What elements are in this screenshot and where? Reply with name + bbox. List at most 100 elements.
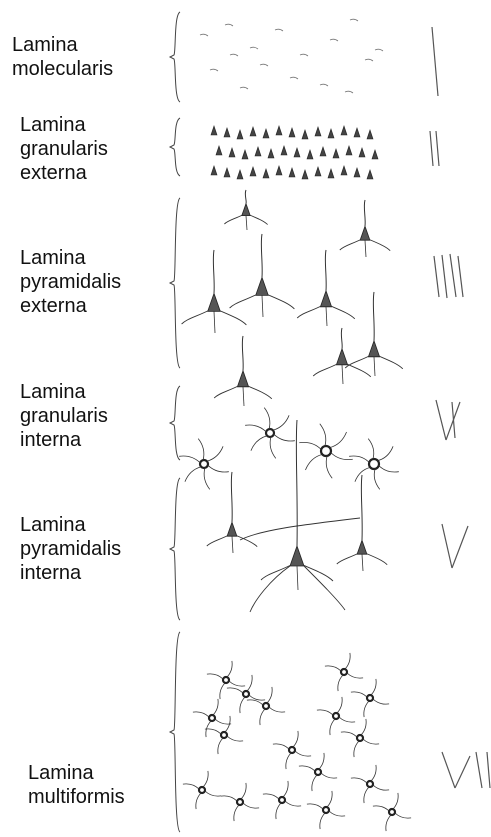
- polymorphic-neuron-vi-14-dendrite-4: [283, 781, 288, 797]
- granule-cell-16: [242, 150, 248, 159]
- brace-pyramidalis-interna: [170, 478, 180, 620]
- pyramidal-neuron-v-horizontal-fibre: [240, 518, 360, 540]
- pyramidal-neuron-iii-7-basal-dendrite-right: [379, 356, 403, 369]
- pyramidal-neuron-iii-3-soma: [208, 293, 221, 311]
- polymorphic-neuron-vi-1-dendrite-3: [207, 674, 223, 679]
- polymorphic-neuron-vi-15-dendrite-1: [329, 811, 345, 816]
- polymorphic-neuron-vi-10-dendrite-3: [273, 744, 289, 749]
- pyramidal-neuron-iii-1-apical-dendrite: [245, 190, 246, 204]
- brace-molecularis: [170, 12, 180, 102]
- pyramidal-neuron-iii-5-axon: [326, 307, 327, 326]
- granule-cell-29: [237, 170, 243, 179]
- pyramidal-neuron-iii-4-apical-dendrite: [261, 234, 262, 277]
- pyramidal-neuron-iii-5-basal-dendrite-left: [297, 306, 321, 318]
- polymorphic-neuron-vi-14-dendrite-2: [276, 803, 281, 819]
- polymorphic-neuron-vi-1-dendrite-4: [227, 661, 232, 677]
- molecular-fibre-12: [320, 84, 328, 86]
- polymorphic-neuron-vi-16-dendrite-2: [364, 787, 369, 803]
- stellate-neuron-iv-3-dendrite-4: [299, 442, 321, 449]
- polymorphic-neuron-vi-16-dendrite-3: [351, 778, 367, 783]
- brace-pyramidalis-externa: [170, 198, 180, 368]
- polymorphic-neuron-vi-9-soma: [357, 735, 363, 741]
- layer-marker-pyramidalis-externa-stroke-4: [458, 256, 463, 297]
- pyramidal-neuron-iii-6-axon: [342, 365, 343, 384]
- pyramidal-neuron-v-3-descending-dendrite-left: [250, 566, 290, 612]
- polymorphic-neuron-vi-15-soma: [323, 807, 329, 813]
- polymorphic-neuron-vi-12-dendrite-3: [183, 784, 199, 789]
- molecular-fibre-16: [230, 54, 238, 56]
- granule-cell-31: [263, 169, 269, 178]
- polymorphic-neuron-vi-11-dendrite-1: [321, 773, 337, 778]
- brace-granularis-interna: [170, 386, 180, 460]
- pyramidal-neuron-v-1-soma: [227, 522, 237, 536]
- stellate-neuron-iv-1-dendrite-2: [204, 468, 210, 489]
- pyramidal-neuron-iii-1-axon: [246, 216, 247, 230]
- layer-marker-multiformis-stroke-3: [476, 752, 482, 788]
- molecular-fibre-5: [300, 54, 308, 56]
- polymorphic-neuron-vi-3-dendrite-3: [205, 729, 221, 734]
- polymorphic-neuron-vi-10-dendrite-1: [295, 751, 311, 756]
- granule-cell-28: [224, 168, 230, 177]
- polymorphic-neuron-vi-1-soma: [223, 677, 229, 683]
- granule-cell-4: [250, 127, 256, 136]
- granule-cell-39: [367, 170, 373, 179]
- layer-marker-pyramidalis-externa-stroke-2: [442, 255, 447, 298]
- granule-cell-2: [224, 128, 230, 137]
- granule-cell-20: [294, 148, 300, 157]
- granule-cell-7: [289, 128, 295, 137]
- granule-cell-17: [255, 147, 261, 156]
- polymorphic-neuron-vi-5-dendrite-3: [227, 688, 243, 693]
- granule-cell-5: [263, 129, 269, 138]
- polymorphic-neuron-vi-12-dendrite-1: [205, 791, 221, 796]
- pyramidal-neuron-iii-5-soma: [320, 291, 331, 307]
- polymorphic-neuron-vi-17-dendrite-1: [395, 813, 411, 818]
- pyramidal-neuron-v-3-soma: [290, 546, 304, 566]
- polymorphic-neuron-vi-7-dendrite-3: [351, 692, 367, 697]
- pyramidal-neuron-iii-3-apical-dendrite: [213, 250, 214, 293]
- stellate-neuron-iv-3-soma: [321, 446, 331, 456]
- granule-cell-36: [328, 169, 334, 178]
- layer-marker-multiformis-stroke-2: [455, 756, 470, 788]
- polymorphic-neuron-vi-3-soma: [221, 732, 227, 738]
- polymorphic-neuron-vi-16-soma: [367, 781, 373, 787]
- pyramidal-neuron-iii-4-soma: [256, 277, 269, 295]
- polymorphic-neuron-vi-12-dendrite-4: [203, 771, 208, 787]
- granule-cell-38: [354, 168, 360, 177]
- polymorphic-neuron-vi-6-dendrite-4: [345, 653, 350, 669]
- stellate-neuron-iv-3-dendrite-2: [326, 456, 332, 478]
- pyramidal-neuron-iii-8-apical-dendrite: [242, 336, 243, 371]
- pyramidal-neuron-iii-6-soma: [336, 349, 347, 365]
- pyramidal-neuron-v-2-axon: [362, 554, 363, 571]
- stellate-neuron-iv-4-soma: [369, 459, 379, 469]
- polymorphic-neuron-vi-5-soma: [243, 691, 249, 697]
- stellate-neuron-iv-1-dendrite-3: [185, 467, 201, 482]
- polymorphic-neuron-vi-14-soma: [279, 797, 285, 803]
- layer-marker-granularis-interna-stroke-3: [452, 402, 455, 438]
- polymorphic-neuron-vi-8-dendrite-2: [330, 719, 335, 735]
- molecular-fibre-9: [210, 69, 218, 71]
- pyramidal-neuron-v-1-basal-dendrite-left: [207, 536, 228, 547]
- stellate-neuron-iv-3-dendrite-6: [330, 432, 347, 448]
- pyramidal-neuron-iii-6-basal-dendrite-right: [347, 364, 371, 377]
- granule-cell-30: [250, 167, 256, 176]
- stellate-neuron-iv-2-dendrite-4: [245, 425, 266, 432]
- stellate-neuron-iv-2-dendrite-2: [270, 437, 276, 458]
- layer-marker-granularis-externa-stroke-1: [430, 131, 433, 166]
- polymorphic-neuron-vi-10-dendrite-2: [286, 753, 291, 769]
- polymorphic-neuron-vi-1-dendrite-1: [229, 681, 245, 686]
- pyramidal-neuron-iii-2-basal-dendrite-right: [369, 240, 390, 251]
- pyramidal-neuron-iii-7-soma: [368, 341, 379, 357]
- polymorphic-neuron-vi-9-dendrite-3: [341, 732, 357, 737]
- polymorphic-neuron-vi-7-dendrite-4: [371, 679, 376, 695]
- polymorphic-neuron-vi-17-dendrite-4: [393, 793, 398, 809]
- polymorphic-neuron-vi-8-dendrite-3: [317, 710, 333, 715]
- pyramidal-neuron-v-1-apical-dendrite: [231, 472, 232, 522]
- granule-cell-8: [302, 130, 308, 139]
- granule-cell-24: [346, 146, 352, 155]
- polymorphic-neuron-vi-12-dendrite-2: [196, 793, 201, 809]
- molecular-fibre-10: [240, 87, 248, 89]
- molecular-fibre-4: [275, 29, 283, 31]
- granule-cell-34: [302, 170, 308, 179]
- polymorphic-neuron-vi-1-dendrite-2: [220, 683, 225, 699]
